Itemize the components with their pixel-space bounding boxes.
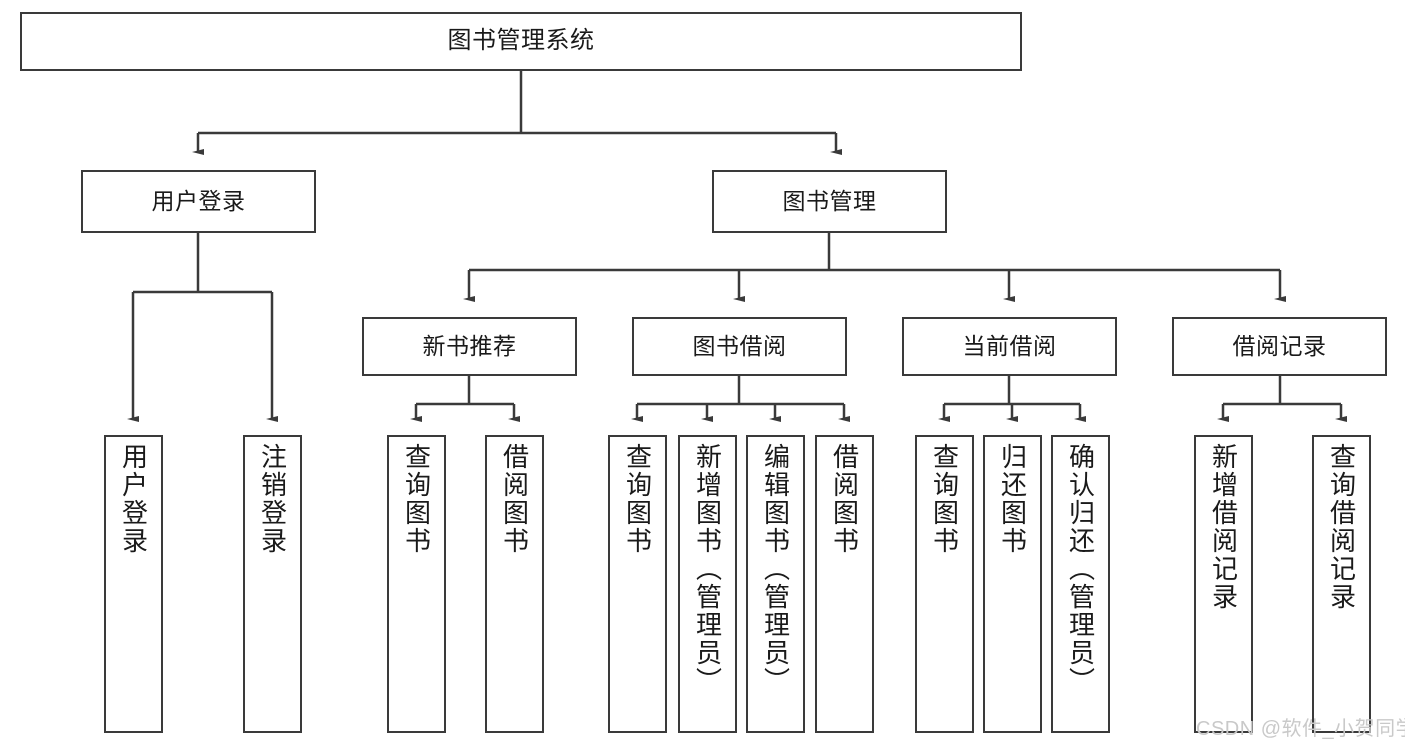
node-current-borrow[interactable]: 当前借阅 — [902, 317, 1117, 376]
node-label: 借阅图书 — [499, 443, 530, 555]
node-label: 借阅记录 — [1232, 332, 1327, 359]
node-label: 编辑图书（管理员） — [760, 443, 791, 695]
leaf-new-book-query[interactable]: 查询图书 — [387, 435, 446, 733]
leaf-borrow-record-query[interactable]: 查询借阅记录 — [1312, 435, 1371, 733]
node-root-book-management-system[interactable]: 图书管理系统 — [20, 12, 1022, 71]
node-label: 查询借阅记录 — [1326, 443, 1357, 611]
node-new-book-recommend[interactable]: 新书推荐 — [362, 317, 577, 376]
watermark-text: CSDN @软件_小贺同学 — [1196, 718, 1405, 740]
node-label: 图书管理系统 — [447, 27, 595, 55]
node-label: 查询图书 — [622, 443, 653, 555]
leaf-user-login-signout[interactable]: 注销登录 — [243, 435, 302, 733]
leaf-current-borrow-confirm-return[interactable]: 确认归还（管理员） — [1051, 435, 1110, 733]
node-label: 用户登录 — [118, 443, 149, 555]
leaf-current-borrow-query[interactable]: 查询图书 — [915, 435, 974, 733]
node-label: 新增图书（管理员） — [692, 443, 723, 695]
node-label: 图书借阅 — [692, 332, 787, 359]
node-label: 确认归还（管理员） — [1065, 443, 1096, 695]
leaf-book-borrow-query[interactable]: 查询图书 — [608, 435, 667, 733]
leaf-user-login-signin[interactable]: 用户登录 — [104, 435, 163, 733]
node-label: 归还图书 — [997, 443, 1028, 555]
node-label: 新增借阅记录 — [1208, 443, 1239, 611]
node-label: 当前借阅 — [962, 332, 1057, 359]
leaf-book-borrow-add[interactable]: 新增图书（管理员） — [678, 435, 737, 733]
node-label: 查询图书 — [401, 443, 432, 555]
leaf-book-borrow-borrow[interactable]: 借阅图书 — [815, 435, 874, 733]
node-label: 用户登录 — [151, 187, 246, 214]
node-label: 查询图书 — [929, 443, 960, 555]
node-label: 图书管理 — [782, 187, 877, 214]
node-label: 注销登录 — [257, 443, 288, 555]
node-borrow-record[interactable]: 借阅记录 — [1172, 317, 1387, 376]
node-book-management[interactable]: 图书管理 — [712, 170, 947, 233]
leaf-current-borrow-return[interactable]: 归还图书 — [983, 435, 1042, 733]
node-label: 借阅图书 — [829, 443, 860, 555]
node-label: 新书推荐 — [422, 332, 517, 359]
node-book-borrow[interactable]: 图书借阅 — [632, 317, 847, 376]
leaf-book-borrow-edit[interactable]: 编辑图书（管理员） — [746, 435, 805, 733]
node-user-login[interactable]: 用户登录 — [81, 170, 316, 233]
leaf-new-book-borrow[interactable]: 借阅图书 — [485, 435, 544, 733]
leaf-borrow-record-add[interactable]: 新增借阅记录 — [1194, 435, 1253, 733]
